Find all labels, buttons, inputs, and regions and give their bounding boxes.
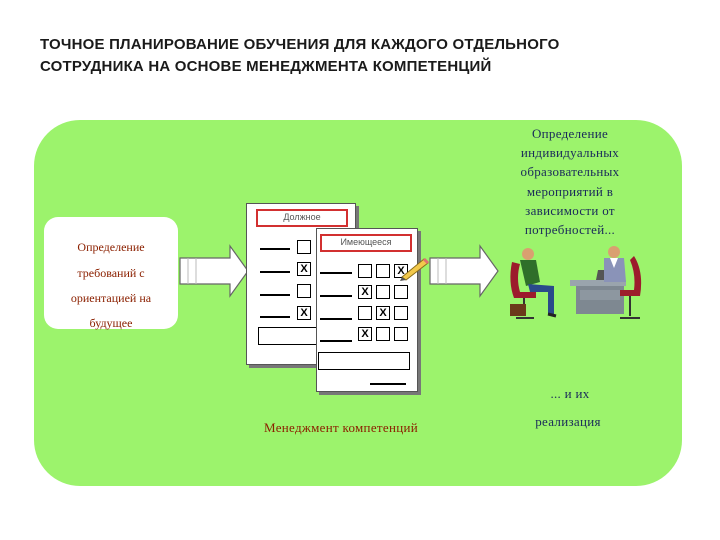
planning-line-5: зависимости от xyxy=(525,203,615,218)
checkbox-icon xyxy=(297,284,311,298)
form-text-field xyxy=(318,352,410,370)
form-text-field xyxy=(258,327,320,345)
checkbox-icon xyxy=(358,264,372,278)
checkbox-icon xyxy=(376,264,390,278)
checkbox-icon: X xyxy=(376,306,390,320)
planning-line-4: мероприятий в xyxy=(526,184,614,199)
checkbox-icon: X xyxy=(297,262,311,276)
form-line xyxy=(260,248,290,250)
form-line xyxy=(260,294,290,296)
planning-line-2: индивидуальных xyxy=(520,145,620,160)
requirements-line-2: требований с xyxy=(77,266,145,280)
implementation-line-2: реализация xyxy=(535,414,601,429)
form-line xyxy=(320,295,352,297)
requirements-line-4: будущее xyxy=(89,316,133,330)
planning-line-1: Определение xyxy=(531,126,609,141)
planning-line-6: потребностей... xyxy=(524,222,616,237)
checkbox-icon: X xyxy=(358,285,372,299)
pencil-icon xyxy=(400,257,430,281)
requirements-box xyxy=(44,217,178,329)
form-line xyxy=(260,316,290,318)
form-line xyxy=(260,271,290,273)
form-line xyxy=(370,383,406,385)
checkbox-icon xyxy=(297,240,311,254)
checkbox-icon xyxy=(358,306,372,320)
checkbox-icon xyxy=(376,327,390,341)
planning-line-3: образовательных xyxy=(520,164,620,179)
form-line xyxy=(320,318,352,320)
form-line xyxy=(320,272,352,274)
meeting-people-icon xyxy=(510,246,642,319)
checkbox-icon: X xyxy=(297,306,311,320)
title-line-1: ТОЧНОЕ ПЛАНИРОВАНИЕ ОБУЧЕНИЯ ДЛЯ КАЖДОГО… xyxy=(40,36,560,53)
existing-form-label: Имеющееся xyxy=(320,234,412,252)
checkbox-icon xyxy=(376,285,390,299)
requirements-line-1: Определение xyxy=(77,240,145,254)
required-form-label: Должное xyxy=(256,209,348,227)
competency-management-caption: Менеджмент компетенций xyxy=(264,420,418,435)
title-line-2: СОТРУДНИКА НА ОСНОВЕ МЕНЕДЖМЕНТА КОМПЕТЕ… xyxy=(40,58,492,75)
implementation-line-1: ... и их xyxy=(550,386,590,401)
form-line xyxy=(320,340,352,342)
checkbox-icon xyxy=(394,306,408,320)
page-title: ТОЧНОЕ ПЛАНИРОВАНИЕ ОБУЧЕНИЯ ДЛЯ КАЖДОГО… xyxy=(40,34,700,78)
requirements-line-3: ориентацией на xyxy=(70,291,152,305)
checkbox-icon xyxy=(394,327,408,341)
arrow-right-icon xyxy=(179,244,249,298)
arrow-right-icon xyxy=(429,244,499,298)
checkbox-icon xyxy=(394,285,408,299)
checkbox-icon: X xyxy=(358,327,372,341)
